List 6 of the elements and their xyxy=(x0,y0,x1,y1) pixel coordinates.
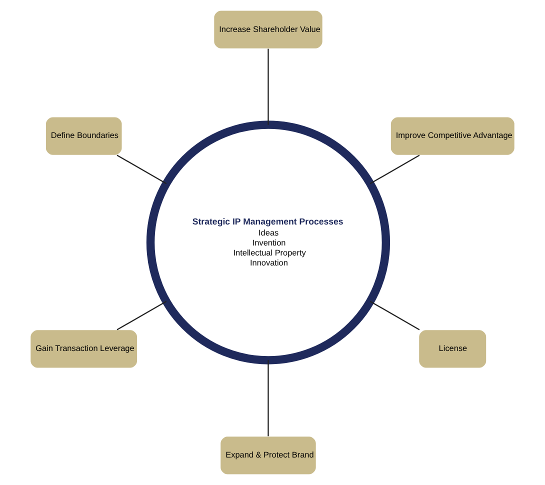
connector xyxy=(370,154,420,184)
connector xyxy=(268,360,269,436)
connector xyxy=(116,154,167,184)
connector xyxy=(116,300,167,330)
connector xyxy=(268,48,269,125)
connector xyxy=(370,300,420,330)
